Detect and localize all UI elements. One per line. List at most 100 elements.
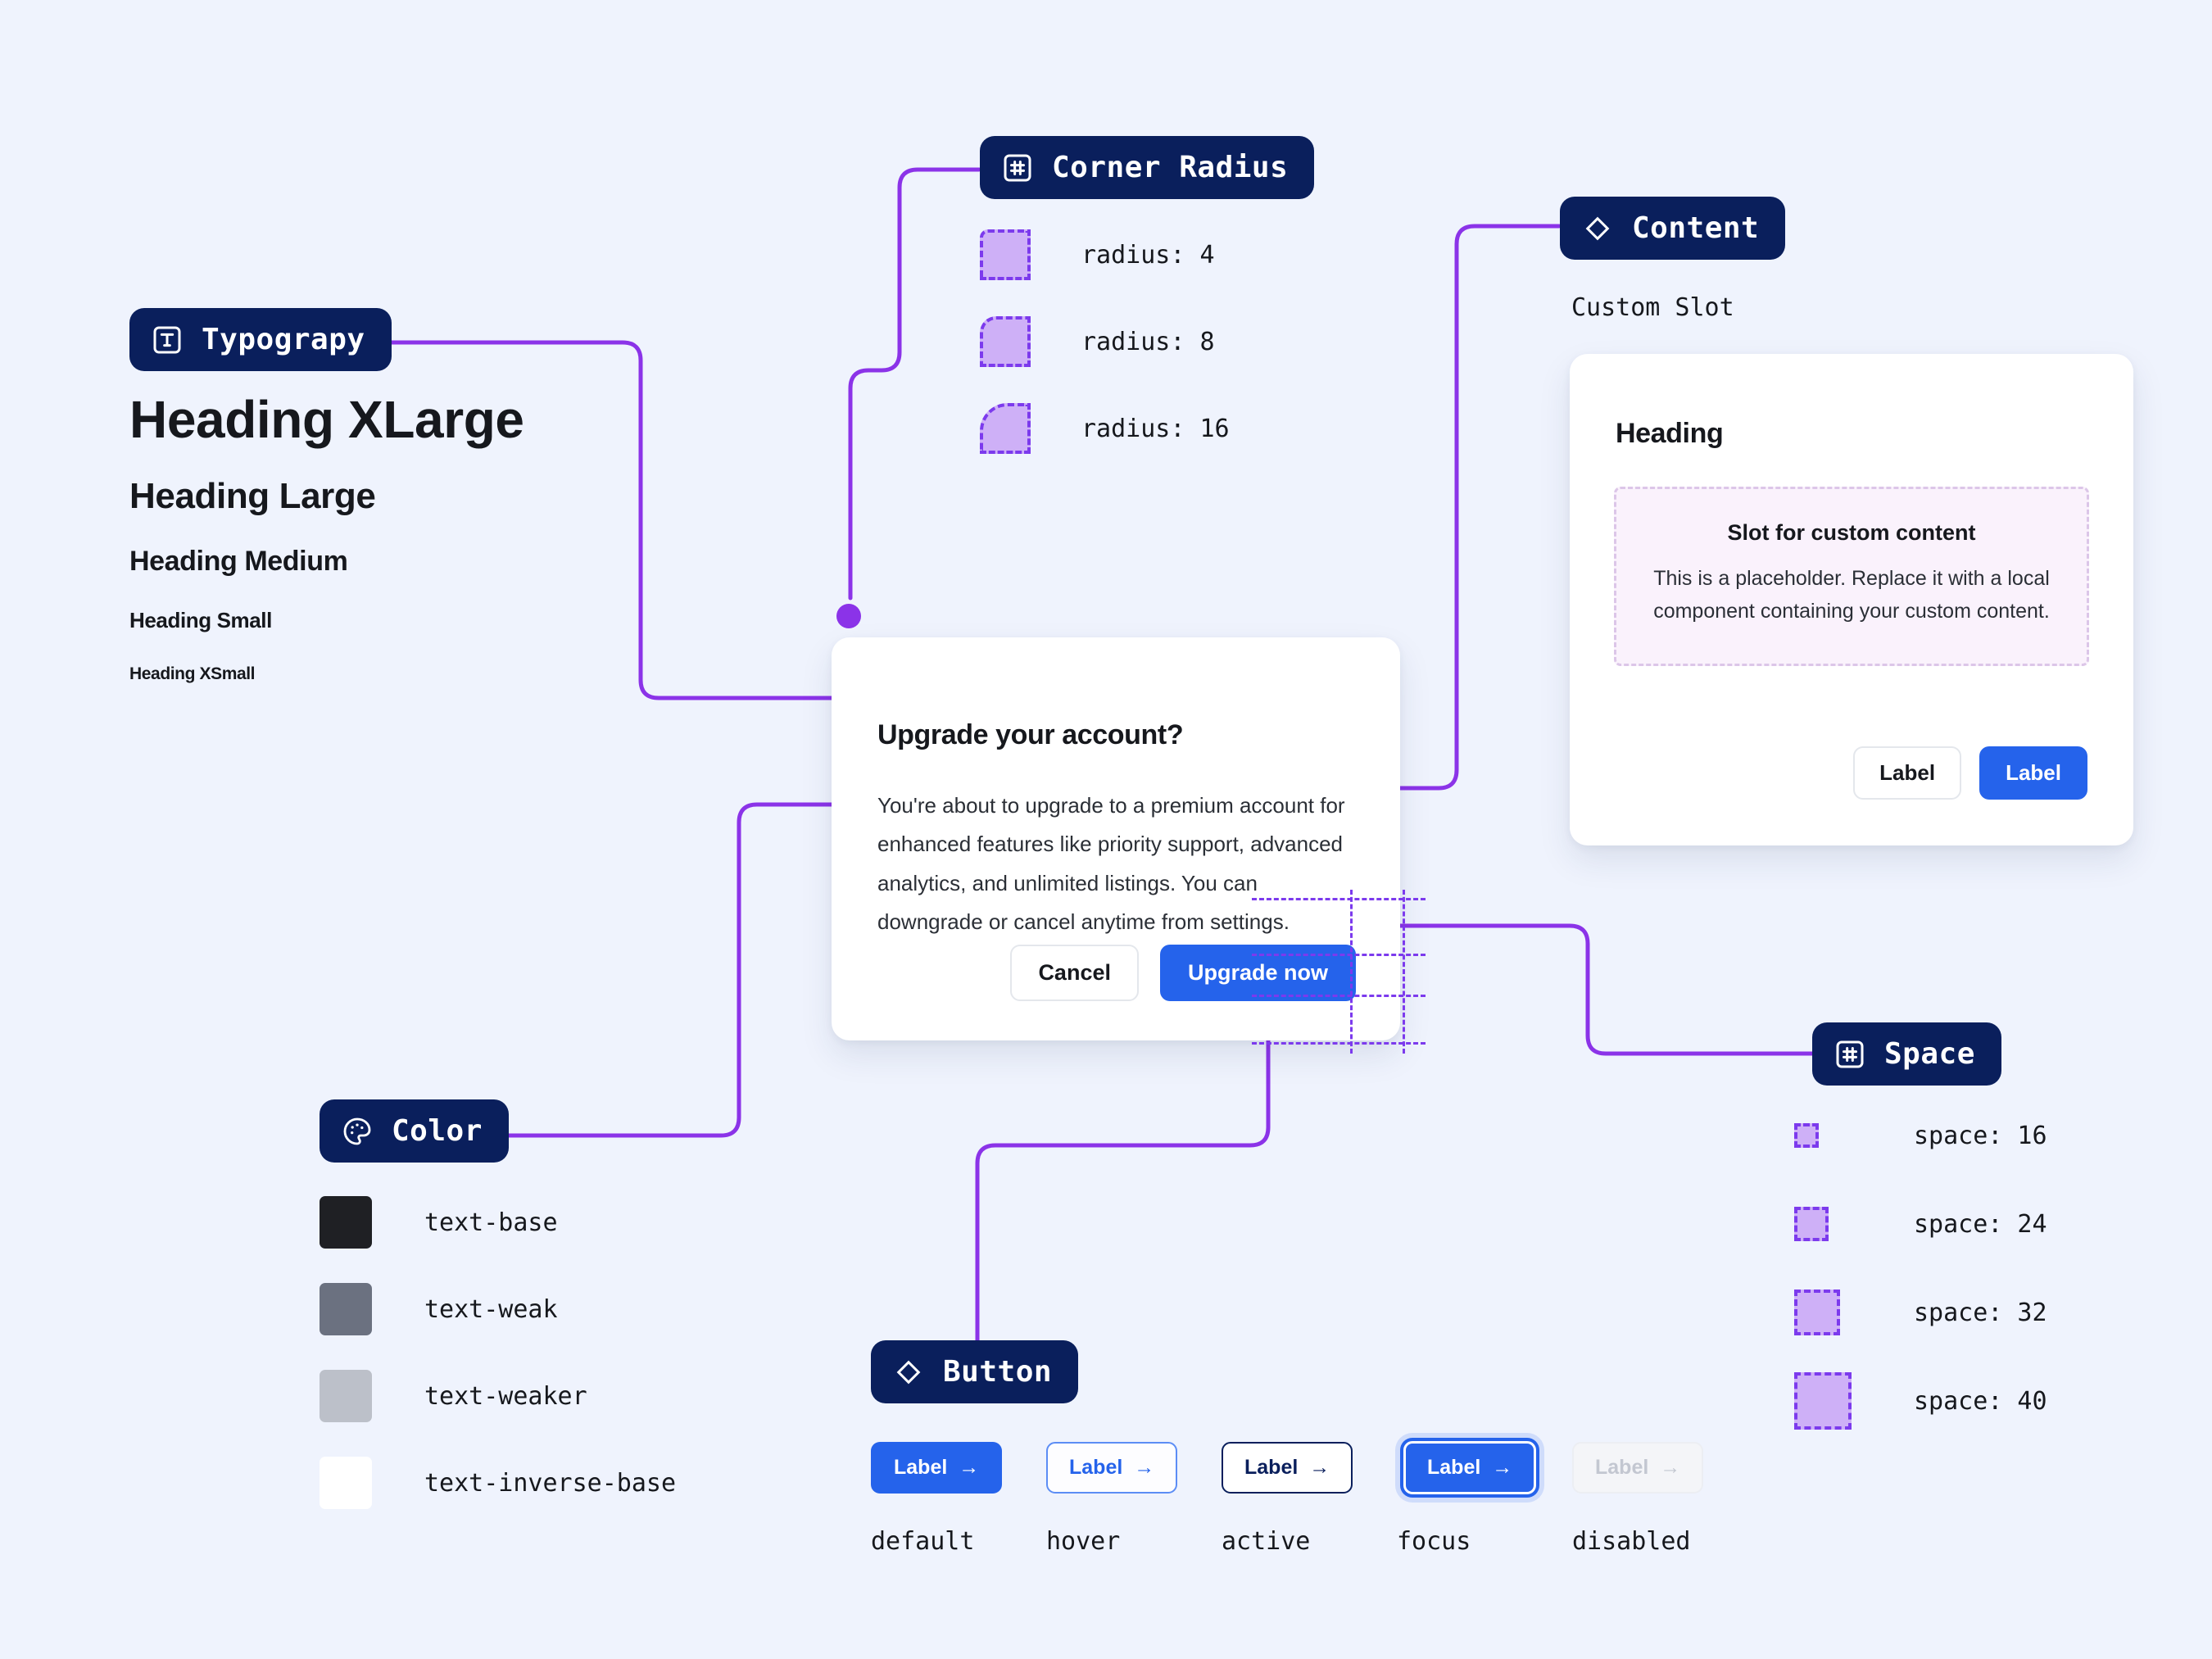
button-label: Label [894, 1455, 948, 1479]
radius-token-label: radius: 4 [1081, 240, 1215, 270]
color-token-row: text-base [320, 1196, 676, 1249]
section-badge-label: Corner Radius [1052, 151, 1289, 184]
dialog-body: You're about to upgrade to a premium acc… [877, 793, 1345, 934]
section-badge-label: Color [392, 1114, 483, 1148]
dialog-title: Upgrade your account? [877, 719, 1184, 750]
button-label: Label [1244, 1455, 1299, 1479]
custom-content-slot: Slot for custom content This is a placeh… [1614, 487, 2089, 666]
radius-token-label: radius: 16 [1081, 414, 1230, 443]
section-badge-label: Content [1632, 211, 1760, 245]
wire-space [1390, 923, 1815, 1056]
color-token-row: text-weak [320, 1283, 676, 1335]
radius-token-label: radius: 8 [1081, 327, 1215, 356]
space-token-label: space: 24 [1914, 1209, 2047, 1239]
hash-box-icon [1834, 1038, 1866, 1071]
button-label: Label [1069, 1455, 1123, 1479]
specimen-heading-small: Heading Small [129, 608, 272, 632]
button-state-caption: active [1222, 1527, 1311, 1556]
space-token-row: space: 16 [1794, 1106, 2047, 1165]
arrow-right-icon: → [1309, 1455, 1330, 1479]
color-swatch-text-base [320, 1196, 372, 1249]
arrow-right-icon: → [1134, 1455, 1155, 1479]
color-token-label: text-weak [424, 1294, 558, 1324]
button-state-disabled: Label → disabled [1572, 1432, 1747, 1556]
section-badge-button[interactable]: Button [871, 1340, 1079, 1403]
wire-content [1390, 224, 1562, 791]
space-swatch-24 [1794, 1207, 1829, 1241]
custom-slot-caption: Custom Slot [1571, 293, 1734, 322]
content-card-heading: Heading [1616, 418, 1724, 449]
arrow-right-icon: → [959, 1455, 980, 1479]
color-token-label: text-weaker [424, 1381, 587, 1411]
section-badge-typography[interactable]: Typograpy [129, 308, 392, 371]
radius-token-row: radius: 4 [980, 229, 1230, 280]
section-badge-content[interactable]: Content [1560, 197, 1786, 260]
color-token-label: text-inverse-base [424, 1468, 677, 1498]
button-focus[interactable]: Label → [1403, 1440, 1537, 1494]
upgrade-dialog: Upgrade your account? You're about to up… [832, 637, 1400, 1040]
button-state-focus: Label → focus [1397, 1432, 1572, 1556]
space-token-row: space: 40 [1794, 1371, 2047, 1430]
palette-icon [341, 1115, 374, 1148]
specimen-heading-xsmall: Heading XSmall [129, 664, 256, 683]
space-swatch-cell [1794, 1207, 1855, 1241]
button-default[interactable]: Label → [871, 1441, 1003, 1494]
button-label: Label [1427, 1455, 1481, 1479]
section-badge-corner-radius[interactable]: Corner Radius [980, 136, 1315, 199]
radius-token-row: radius: 8 [980, 316, 1230, 367]
spacing-guide-vertical [1403, 890, 1405, 1054]
radius-swatch-8 [980, 316, 1031, 367]
space-token-row: space: 32 [1794, 1283, 2047, 1342]
corner-radius-token-list: radius: 4 radius: 8 radius: 16 [980, 229, 1230, 490]
diamond-icon [1581, 212, 1614, 245]
section-badge-label: Space [1884, 1037, 1975, 1071]
space-swatch-cell [1794, 1123, 1855, 1148]
diamond-icon [892, 1356, 925, 1389]
button-state-default: Label → default [871, 1432, 1046, 1556]
radius-swatch-16 [980, 403, 1031, 454]
color-swatch-text-weak [320, 1283, 372, 1335]
spacing-guide-vertical [1350, 890, 1353, 1054]
specimen-heading-large: Heading Large [129, 476, 376, 516]
specimen-heading-xlarge: Heading XLarge [129, 390, 524, 449]
space-swatch-32 [1794, 1290, 1840, 1335]
button-state-active: Label → active [1222, 1432, 1397, 1556]
hash-box-icon [1001, 152, 1034, 184]
arrow-right-icon: → [1492, 1455, 1513, 1479]
space-swatch-16 [1794, 1123, 1819, 1148]
cancel-button[interactable]: Cancel [1010, 945, 1139, 1001]
section-badge-color[interactable]: Color [320, 1099, 509, 1163]
color-swatch-text-weaker [320, 1370, 372, 1422]
button-state-caption: focus [1397, 1527, 1471, 1556]
button-state-caption: disabled [1572, 1527, 1691, 1556]
slot-description: This is a placeholder. Replace it with a… [1653, 567, 2050, 623]
color-token-list: text-base text-weak text-weaker text-inv… [320, 1196, 676, 1543]
space-swatch-40 [1794, 1372, 1852, 1430]
button-active[interactable]: Label → [1222, 1441, 1353, 1494]
space-swatch-cell [1794, 1372, 1855, 1430]
section-badge-label: Button [943, 1355, 1053, 1389]
arrow-right-icon: → [1660, 1455, 1681, 1479]
content-card-actions: Label Label [1853, 746, 2087, 800]
space-token-label: space: 32 [1914, 1298, 2047, 1327]
wire-button [975, 1005, 1271, 1343]
typography-specimen-list: Heading XLarge Heading Large Heading Med… [129, 393, 752, 682]
content-secondary-button[interactable]: Label [1853, 746, 1962, 800]
section-badge-space[interactable]: Space [1812, 1022, 2001, 1086]
button-disabled: Label → [1572, 1441, 1704, 1494]
button-state-caption: default [871, 1527, 975, 1556]
text-box-icon [151, 324, 184, 356]
spacing-guide-horizontal [1252, 898, 1426, 900]
button-state-gallery: Label → default Label → hover Label → [871, 1432, 1747, 1556]
slot-title: Slot for custom content [1727, 520, 1976, 545]
space-token-label: space: 40 [1914, 1386, 2047, 1416]
space-token-list: space: 16 space: 24 space: 32 space: 40 [1794, 1106, 2047, 1460]
space-swatch-cell [1794, 1290, 1855, 1335]
content-primary-button[interactable]: Label [1979, 746, 2087, 800]
spacing-guide-horizontal [1252, 995, 1426, 997]
button-hover[interactable]: Label → [1046, 1441, 1178, 1494]
color-token-label: text-base [424, 1208, 558, 1237]
wire-color [504, 802, 854, 1138]
wire-dot-corner-radius [836, 604, 861, 628]
